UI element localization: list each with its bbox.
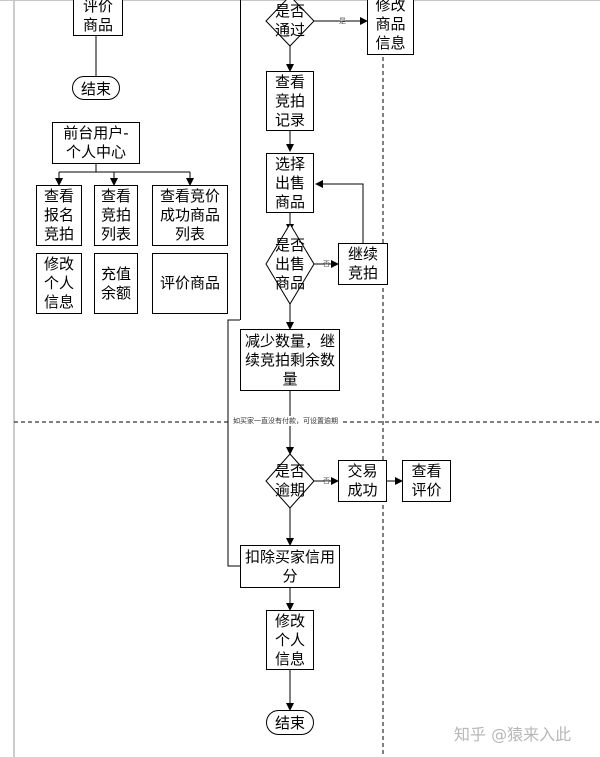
deduct-credit-box: 扣除买家信用 分	[240, 545, 340, 588]
deal-success-box: 交易 成功	[338, 460, 387, 502]
evaluate-goods-box-2: 评价商品	[152, 253, 228, 314]
watermark: 知乎 @猿来入此	[454, 725, 572, 744]
end-node-right: 结束	[266, 710, 314, 735]
end-node-left: 结束	[72, 76, 120, 100]
view-bid-list-box: 查看 竞拍 列表	[94, 185, 138, 246]
yes-label-pass: 是	[339, 17, 346, 25]
choose-sell-goods-box: 选择 出售 商品	[266, 153, 314, 213]
view-win-goods-list-box: 查看竞价 成功商品 列表	[152, 185, 228, 246]
view-signup-bid-box: 查看 报名 竞拍	[36, 185, 82, 246]
no-label-overdue: 否	[323, 477, 330, 485]
no-label-sell: 否	[323, 260, 330, 268]
continue-bid-box: 继续 竞拍	[338, 243, 388, 285]
modify-goods-info-box: 修改 商品 信息	[367, 0, 414, 55]
reduce-quantity-box: 减少数量，继 续竞拍剩余数 量	[240, 329, 340, 391]
view-bid-record-box: 查看 竞拍 记录	[266, 71, 314, 131]
view-evaluation-box: 查看 评价	[402, 460, 451, 502]
recharge-balance-box: 充值 余额	[94, 253, 138, 314]
modify-personal-info-box: 修改 个人 信息	[36, 253, 82, 314]
personal-center-box: 前台用户- 个人中心	[52, 122, 140, 164]
evaluate-goods-box: 评价 商品	[73, 0, 123, 36]
modify-personal-info-box-right: 修改 个人 信息	[266, 610, 314, 670]
overdue-note: 如买家一直没有付款，可设置逾期	[231, 416, 340, 426]
